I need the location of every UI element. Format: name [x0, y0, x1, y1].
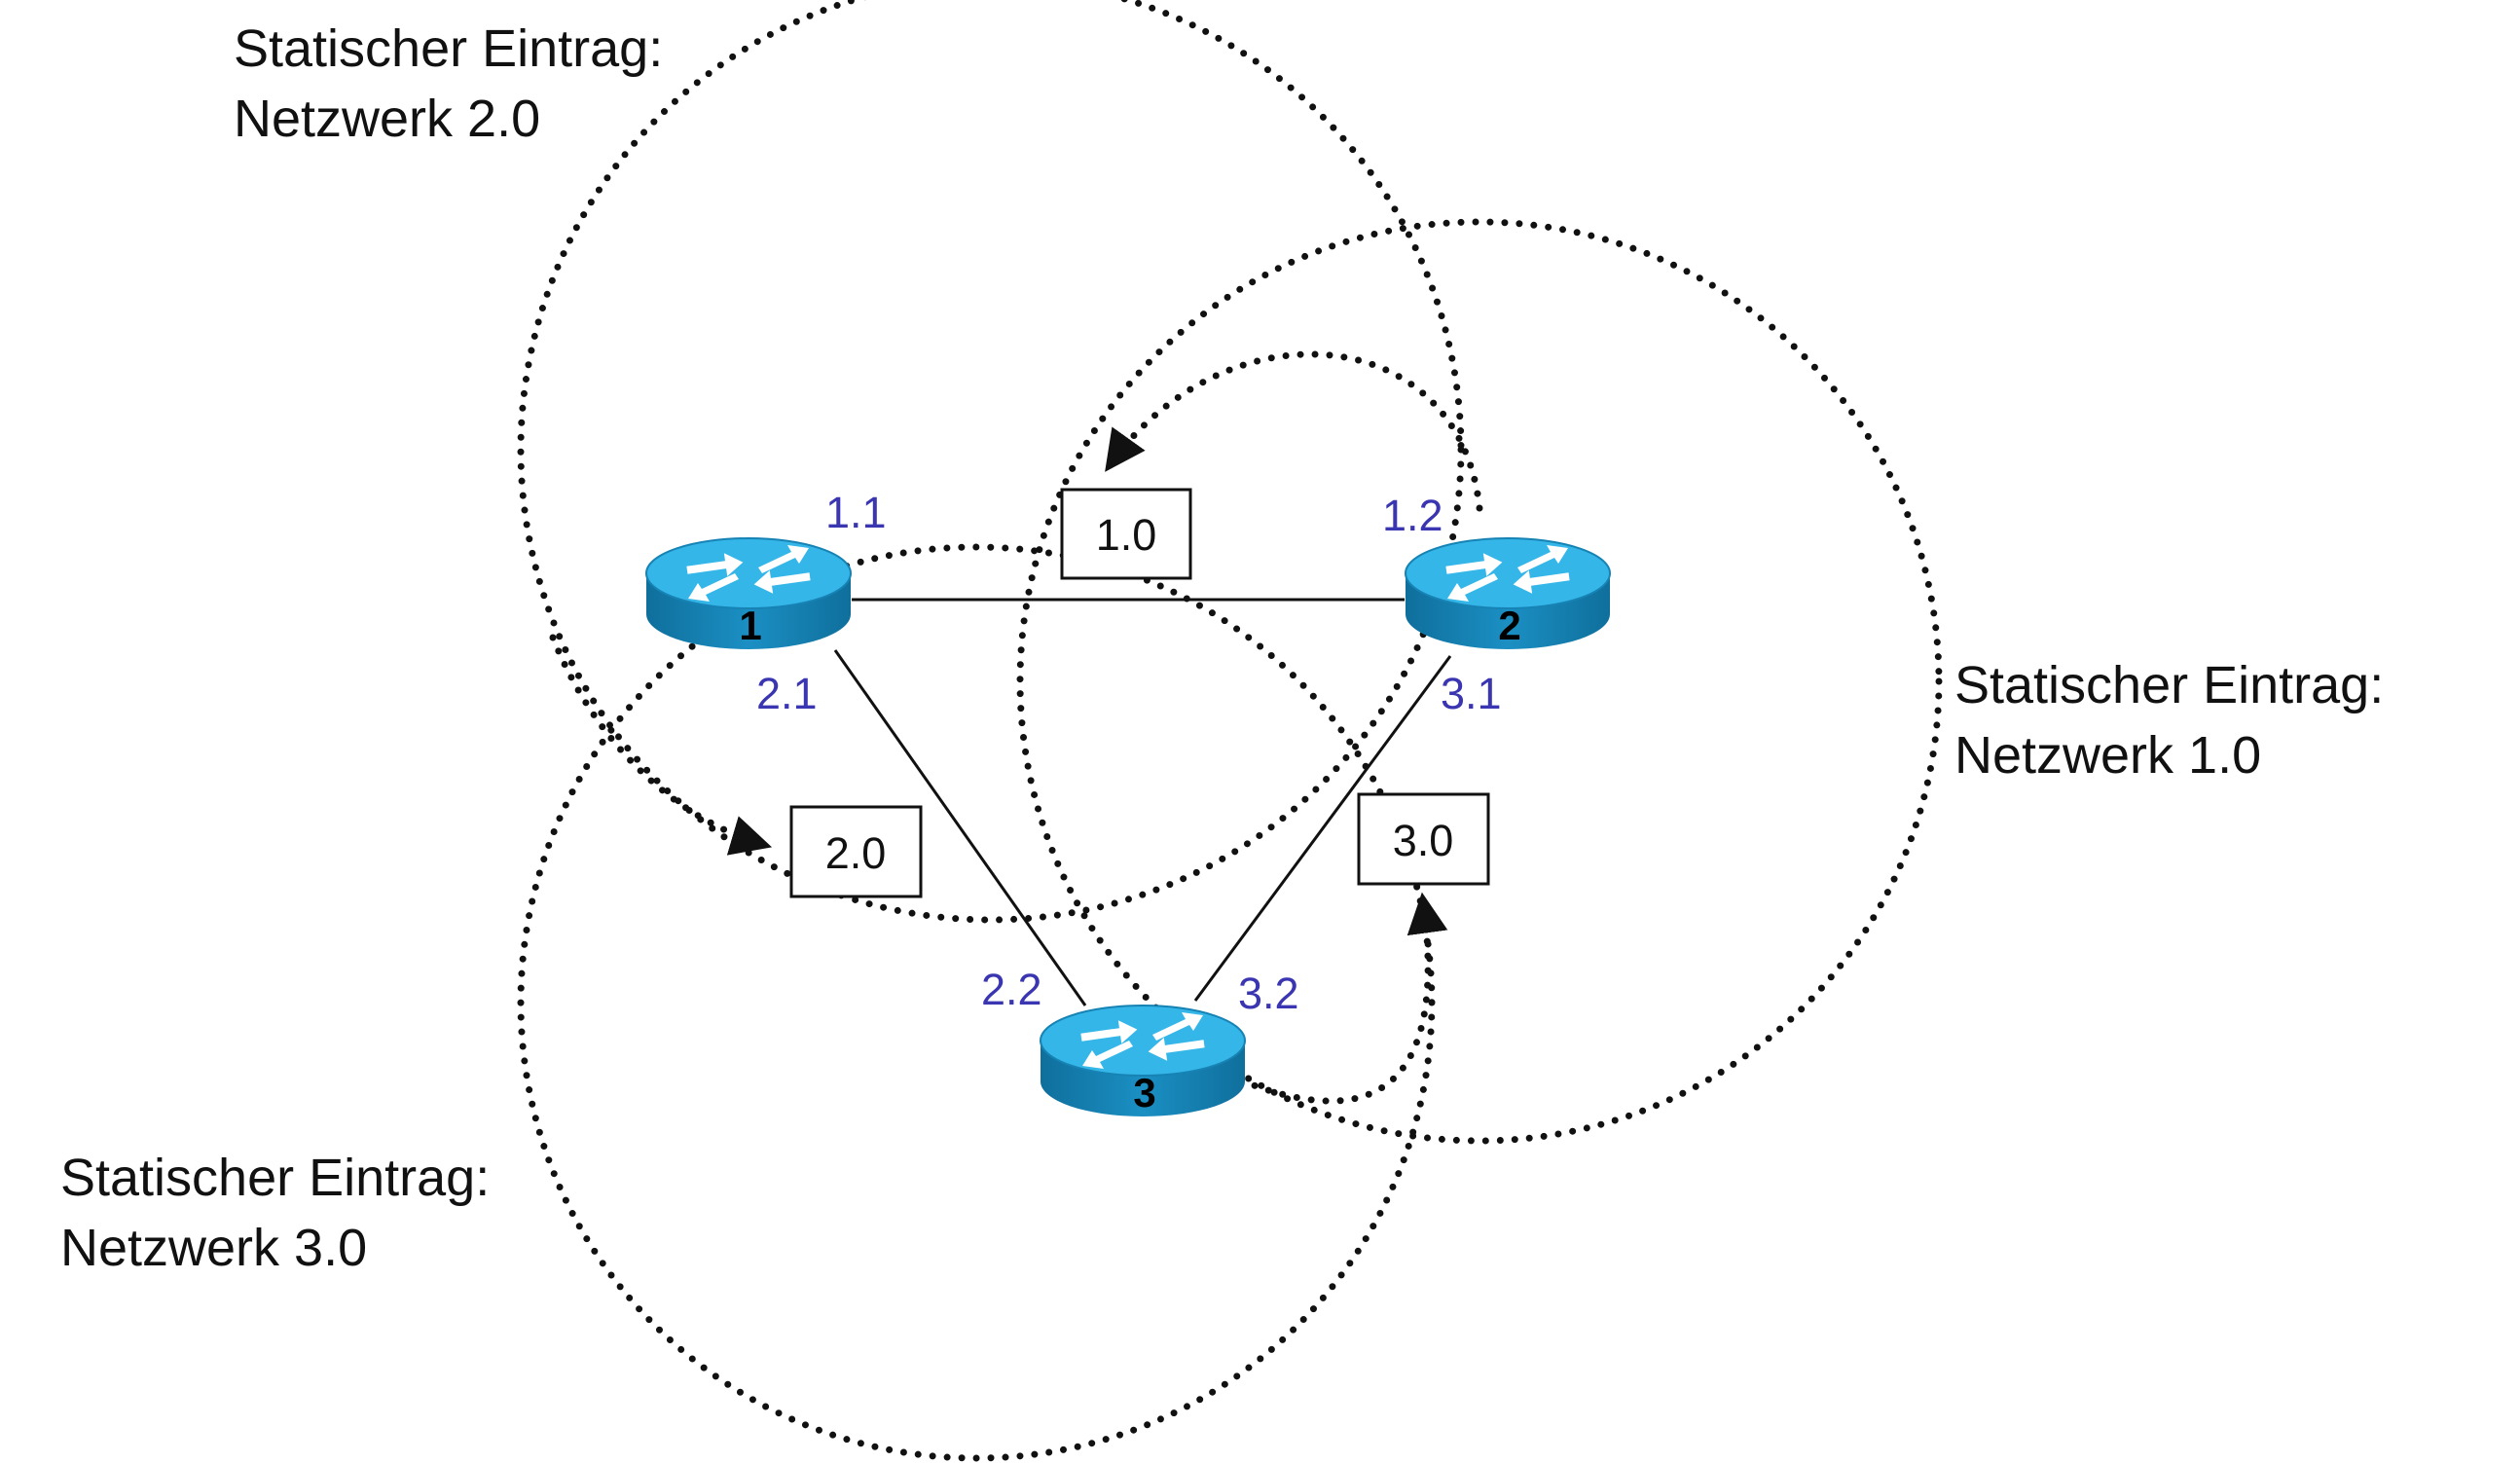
- annotation-line1: Statischer Eintrag:: [1954, 656, 2385, 714]
- router-2-label: 2: [1498, 603, 1520, 648]
- annotation-static-entry-network-3: Statischer Eintrag: Netzwerk 3.0: [60, 1143, 490, 1283]
- annotation-line2: Netzwerk 3.0: [60, 1219, 368, 1277]
- scope-circle-router1: [517, 0, 1465, 924]
- static-route-arrow-1-0: [1105, 350, 1483, 512]
- network-box-2-0: 2.0: [789, 805, 923, 898]
- interface-label-2-2: 2.2: [981, 965, 1042, 1014]
- router-3-label: 3: [1133, 1070, 1155, 1116]
- network-box-3-0: 3.0: [1357, 792, 1490, 886]
- interface-label-1-2: 1.2: [1382, 491, 1443, 540]
- scope-circle-router3: [517, 543, 1436, 1462]
- annotation-static-entry-network-1: Statischer Eintrag: Netzwerk 1.0: [1954, 650, 2384, 790]
- interface-label-3-2: 3.2: [1238, 969, 1299, 1018]
- network-label-3-0: 3.0: [1393, 816, 1454, 865]
- network-label-1-0: 1.0: [1096, 510, 1157, 560]
- annotation-line1: Statischer Eintrag:: [60, 1149, 491, 1207]
- router-1: 1: [645, 537, 852, 650]
- annotation-line2: Netzwerk 2.0: [234, 90, 541, 148]
- network-label-2-0: 2.0: [825, 828, 887, 878]
- router-3: 3: [1040, 1005, 1246, 1117]
- link-r1-r3: [833, 649, 1087, 1006]
- annotation-line2: Netzwerk 1.0: [1954, 726, 2262, 785]
- static-route-arrow-3-0: [1237, 892, 1448, 1105]
- link-r2-r3: [1193, 655, 1452, 1002]
- interface-label-1-1: 1.1: [825, 488, 887, 537]
- router-1-label: 1: [739, 603, 761, 648]
- router-2: 2: [1405, 537, 1611, 650]
- network-box-1-0: 1.0: [1060, 488, 1192, 580]
- interface-label-2-1: 2.1: [756, 669, 818, 718]
- static-route-arrow-2-0: [549, 634, 773, 856]
- scope-circle-router2: [1016, 218, 1943, 1145]
- interface-label-3-1: 3.1: [1441, 669, 1502, 718]
- annotation-line1: Statischer Eintrag:: [234, 19, 664, 78]
- annotation-static-entry-network-2: Statischer Eintrag: Netzwerk 2.0: [234, 14, 663, 154]
